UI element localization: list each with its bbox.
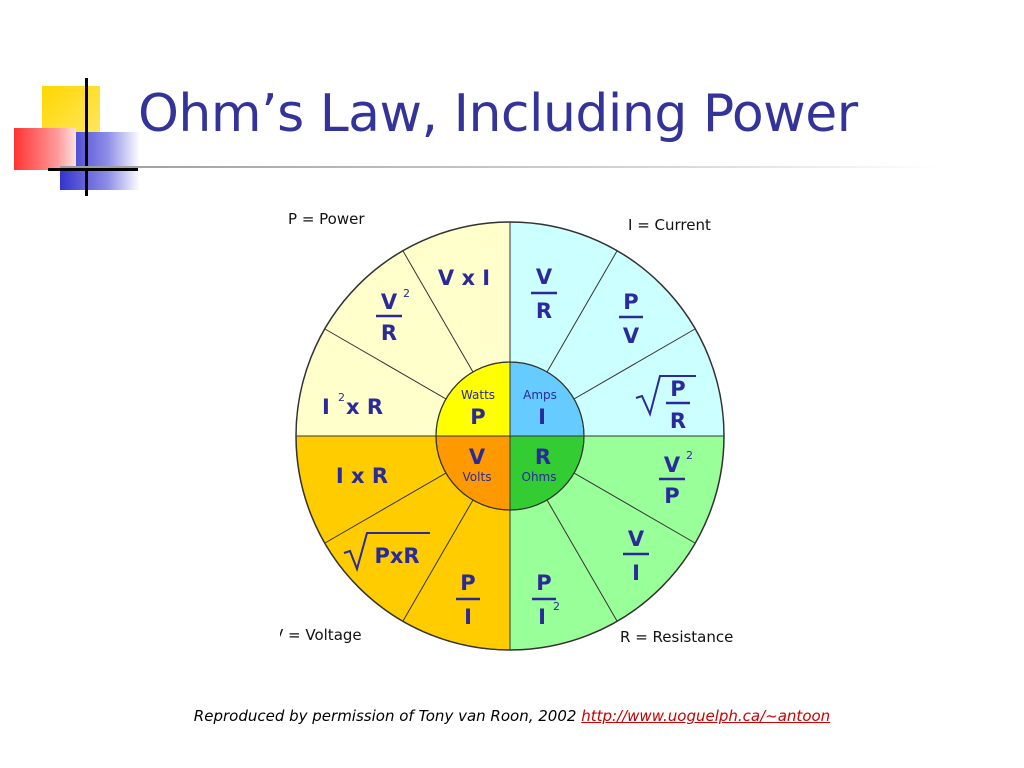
sqrt-icon — [343, 532, 430, 573]
formula-v-times-i: V x I — [438, 266, 490, 290]
svg-text:I: I — [632, 561, 640, 585]
hub-current-unit: Amps — [523, 388, 557, 402]
svg-text:V: V — [664, 453, 681, 477]
svg-text:I: I — [464, 605, 472, 629]
slide-title: Ohm’s Law, Including Power — [138, 84, 858, 144]
sqrt-icon — [635, 375, 696, 418]
formula-v-squared-over-p: V 2 P — [659, 449, 693, 508]
hub-voltage-symbol: V — [469, 445, 486, 469]
formula-p-over-v: P V — [619, 290, 643, 348]
svg-text:I: I — [538, 605, 546, 629]
decor-horizontal-line — [48, 168, 138, 171]
svg-text:R: R — [536, 299, 552, 323]
svg-text:2: 2 — [686, 449, 693, 462]
svg-text:2: 2 — [338, 391, 345, 404]
decor-vertical-line — [85, 78, 88, 196]
formula-v-over-i: V I — [623, 527, 649, 585]
wheel-outline — [295, 221, 725, 651]
hub-power-unit: Watts — [461, 388, 495, 402]
hub-power-symbol: P — [470, 405, 485, 429]
svg-text:P: P — [664, 484, 679, 508]
legend-power: P = Power — [288, 210, 365, 228]
formula-p-over-i: P I — [456, 571, 480, 629]
attribution-text: Reproduced by permission of Tony van Roo… — [193, 707, 577, 725]
formula-p-over-i-squared: P I 2 — [532, 571, 560, 629]
formula-i-squared-times-r: I 2 x R — [322, 391, 383, 419]
svg-text:V: V — [381, 290, 398, 314]
svg-text:P: P — [536, 571, 551, 595]
svg-text:V: V — [628, 527, 645, 551]
svg-text:2: 2 — [553, 600, 560, 613]
legend-voltage: V = Voltage — [280, 626, 362, 644]
svg-text:V: V — [536, 265, 553, 289]
svg-text:R: R — [381, 321, 397, 345]
legend-resistance: R = Resistance — [620, 628, 733, 646]
formula-v-over-r: V R — [531, 265, 557, 323]
svg-text:R: R — [670, 409, 686, 433]
formula-i-times-r: I x R — [336, 464, 388, 488]
attribution-link[interactable]: http://www.uoguelph.ca/~antoon — [581, 707, 831, 725]
ohms-law-wheel: Watts P Amps I V Volts R Ohms P = Power … — [280, 210, 733, 651]
svg-text:P: P — [623, 290, 638, 314]
formula-v-squared-over-r: V 2 R — [376, 287, 410, 345]
title-divider — [60, 166, 940, 168]
svg-text:P: P — [460, 571, 475, 595]
hub-voltage-unit: Volts — [463, 470, 492, 484]
svg-text:x R: x R — [346, 395, 383, 419]
hub-resistance-unit: Ohms — [522, 470, 557, 484]
hub-resistance-symbol: R — [535, 445, 551, 469]
formula-sqrt-p-over-r: P R — [635, 375, 696, 433]
svg-text:I: I — [322, 395, 330, 419]
svg-text:PxR: PxR — [374, 544, 419, 568]
hub-current-symbol: I — [538, 405, 546, 429]
legend-current: I = Current — [628, 216, 711, 234]
formula-sqrt-p-times-r: PxR — [343, 532, 430, 573]
attribution: Reproduced by permission of Tony van Roo… — [0, 707, 1024, 725]
svg-text:V: V — [623, 324, 640, 348]
svg-text:2: 2 — [403, 287, 410, 300]
svg-text:P: P — [670, 377, 685, 401]
decor-red-square — [14, 128, 76, 170]
